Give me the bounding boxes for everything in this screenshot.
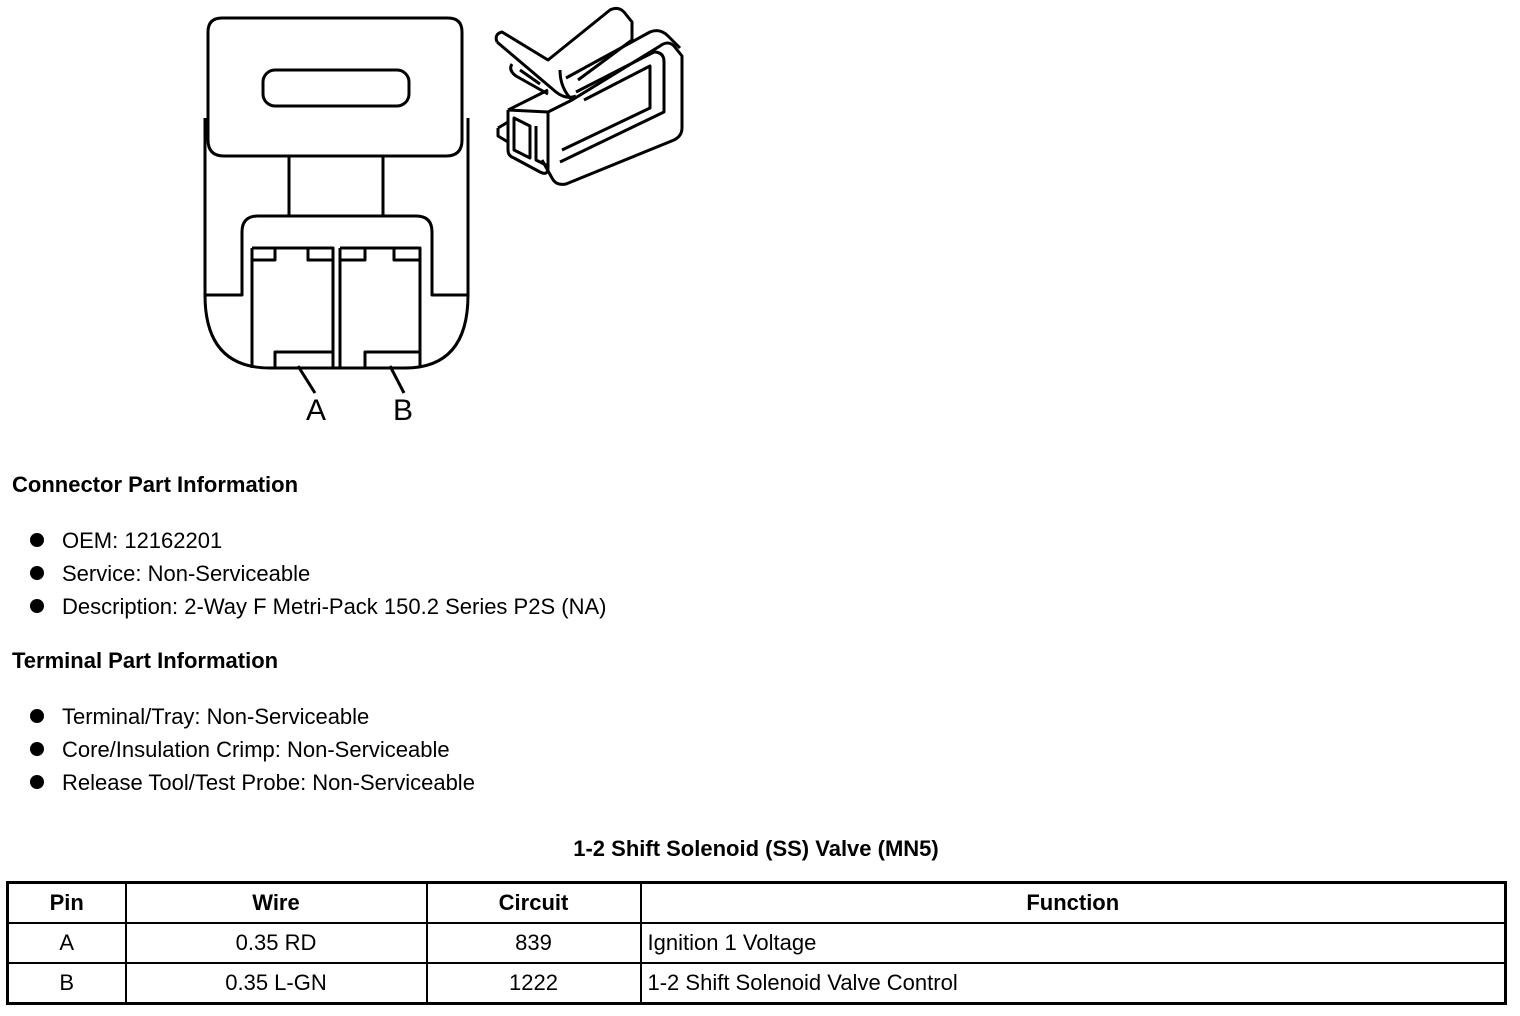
pin-table: Pin Wire Circuit Function A 0.35 RD 839 … xyxy=(6,881,1507,1005)
bullet-icon xyxy=(30,566,44,580)
cell-function: 1-2 Shift Solenoid Valve Control xyxy=(639,962,1507,1005)
cell-pin: B xyxy=(6,962,127,1005)
connector-info-list: OEM: 12162201 Service: Non-Serviceable D… xyxy=(28,524,606,623)
header-function: Function xyxy=(639,881,1507,924)
connector-diagram: A B xyxy=(203,6,684,427)
bullet-icon xyxy=(30,775,44,789)
cavity-b xyxy=(338,246,422,368)
list-item: OEM: 12162201 xyxy=(28,524,606,557)
pin-label-b: B xyxy=(393,394,413,427)
terminal-crimp: Core/Insulation Crimp: Non-Serviceable xyxy=(62,737,450,762)
terminal-release-tool: Release Tool/Test Probe: Non-Serviceable xyxy=(62,770,475,795)
cell-circuit: 1222 xyxy=(425,962,642,1005)
latch-slot xyxy=(261,68,411,108)
list-item: Core/Insulation Crimp: Non-Serviceable xyxy=(28,733,475,766)
list-item: Terminal/Tray: Non-Serviceable xyxy=(28,700,475,733)
connector-iso-view xyxy=(494,6,684,186)
connector-latch-tab xyxy=(206,16,464,158)
header-wire: Wire xyxy=(124,881,428,924)
list-item: Release Tool/Test Probe: Non-Serviceable xyxy=(28,766,475,799)
connector-body-outline xyxy=(203,118,470,370)
cell-pin: A xyxy=(6,922,127,964)
cell-wire: 0.35 RD xyxy=(124,922,428,964)
bullet-icon xyxy=(30,709,44,723)
terminal-tray: Terminal/Tray: Non-Serviceable xyxy=(62,704,370,729)
bullet-icon xyxy=(30,742,44,756)
terminal-info-title: Terminal Part Information xyxy=(12,648,279,673)
cell-function: Ignition 1 Voltage xyxy=(639,922,1507,964)
table-row: A 0.35 RD 839 Ignition 1 Voltage xyxy=(6,922,1507,964)
bullet-icon xyxy=(30,533,44,547)
cavity-a xyxy=(250,246,335,368)
list-item: Description: 2-Way F Metri-Pack 150.2 Se… xyxy=(28,590,606,623)
table-header-row: Pin Wire Circuit Function xyxy=(6,881,1507,924)
terminal-info-list: Terminal/Tray: Non-Serviceable Core/Insu… xyxy=(28,700,475,799)
pin-label-a: A xyxy=(306,394,326,427)
connector-info-title: Connector Part Information xyxy=(12,472,299,497)
connector-service: Service: Non-Serviceable xyxy=(62,561,311,586)
cell-circuit: 839 xyxy=(425,922,642,964)
table-title: 1-2 Shift Solenoid (SS) Valve (MN5) xyxy=(573,836,939,861)
connector-description: Description: 2-Way F Metri-Pack 150.2 Se… xyxy=(62,594,607,619)
header-circuit: Circuit xyxy=(425,881,642,924)
list-item: Service: Non-Serviceable xyxy=(28,557,606,590)
header-pin: Pin xyxy=(6,881,127,924)
cell-wire: 0.35 L-GN xyxy=(124,962,428,1005)
table-row: B 0.35 L-GN 1222 1-2 Shift Solenoid Valv… xyxy=(6,962,1507,1005)
bullet-icon xyxy=(30,599,44,613)
connector-oem: OEM: 12162201 xyxy=(62,528,223,553)
